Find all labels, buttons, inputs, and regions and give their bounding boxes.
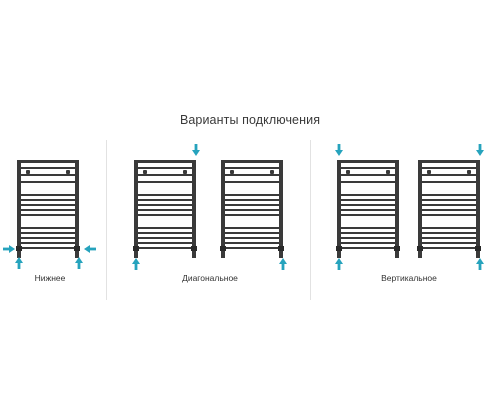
towel-rail-diagonal-1 [133, 160, 197, 258]
arrow-up-bottom-left-icon-2 [335, 258, 343, 270]
towel-rail-vertical-1 [336, 160, 400, 258]
arrow-up-bottom-right-icon [279, 258, 287, 270]
towel-rail-bottom [16, 160, 80, 258]
arrow-down-top-right-icon [192, 144, 200, 156]
section-title: Варианты подключения [179, 113, 321, 127]
caption-diagonal: Диагональное [182, 273, 238, 283]
divider-right [310, 140, 311, 300]
arrow-in-right-icon [84, 245, 96, 253]
caption-vertical: Вертикальное [381, 273, 437, 283]
arrow-down-top-left-icon [335, 144, 343, 156]
arrow-down-top-right-icon-2 [476, 144, 484, 156]
arrow-up-bottom-left-icon [132, 258, 140, 270]
towel-rail-vertical-2 [417, 160, 481, 258]
arrow-up-right-icon [75, 257, 83, 269]
arrow-up-left-icon [15, 257, 23, 269]
towel-rail-diagonal-2 [220, 160, 284, 258]
arrow-in-left-icon [3, 245, 15, 253]
divider-left [106, 140, 107, 300]
caption-bottom: Нижнее [34, 273, 66, 283]
arrow-up-bottom-right-icon-2 [476, 258, 484, 270]
